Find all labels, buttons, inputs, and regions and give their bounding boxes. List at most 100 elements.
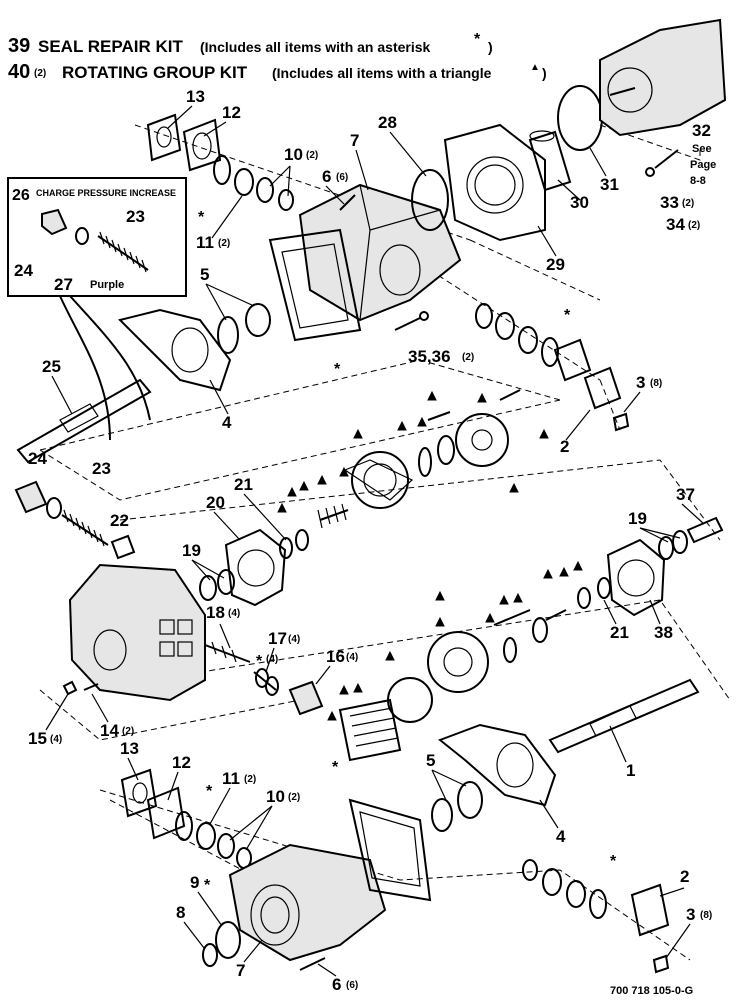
svg-text:*: * <box>204 877 211 894</box>
spring-17 <box>253 671 277 691</box>
leader-curve-a <box>59 295 111 441</box>
callout-12b: 12 <box>172 753 191 772</box>
race-5b <box>431 798 453 832</box>
svg-text:*: * <box>206 783 213 800</box>
callout-29: 29 <box>546 255 565 274</box>
svg-text:(8): (8) <box>650 378 662 389</box>
inset-title: CHARGE PRESSURE INCREASE <box>36 188 176 198</box>
oring-27-inset <box>75 227 89 245</box>
callout-4a: 4 <box>222 413 232 432</box>
swashplate-4b <box>438 723 557 807</box>
race-a <box>256 177 274 203</box>
oring-c <box>175 811 193 841</box>
inset-purple-label: Purple <box>90 279 124 291</box>
callout-38: 38 <box>654 623 673 642</box>
callout-32: 32 <box>692 121 711 140</box>
callout-21a: 21 <box>234 475 253 494</box>
callout-18: 18 <box>206 603 225 622</box>
drawing-number: 700 718 105-0-G <box>610 985 693 997</box>
svg-text:(2): (2) <box>462 352 474 363</box>
oring-b <box>541 337 559 367</box>
seal-kit-number: 39 <box>8 35 30 57</box>
svg-text:(2): (2) <box>122 726 134 737</box>
callout-8: 8 <box>176 903 185 922</box>
seal-kit-close: ) <box>488 39 493 55</box>
bearing-cup-a <box>234 168 254 196</box>
seal-9 <box>215 921 241 959</box>
inset-frame <box>7 177 187 297</box>
svg-text:Page: Page <box>690 159 716 171</box>
callout-labels: 13 12 10 (2) 11 (2) 6 (6) 7 28 32 See Pa… <box>28 87 716 994</box>
svg-text:(2): (2) <box>688 220 700 231</box>
callout-3a: 3 <box>636 373 645 392</box>
spring-23-inset <box>97 235 149 271</box>
asterisk-symbol: * <box>474 31 481 48</box>
top-housing-group <box>268 18 727 342</box>
poppet-22 <box>110 534 136 560</box>
bearing-5b <box>457 781 483 819</box>
callout-14: 14 <box>100 721 119 740</box>
callout-13b: 13 <box>120 739 139 758</box>
callout-24b: 24 <box>28 449 47 468</box>
asterisk-markers: * * * * * * * * <box>198 209 617 894</box>
callout-15: 15 <box>28 729 47 748</box>
pin-a <box>499 389 521 401</box>
rot-kit-note: (Includes all items with a triangle <box>272 65 492 81</box>
plug-24b <box>14 480 48 514</box>
svg-text:8-8: 8-8 <box>690 175 706 187</box>
callout-10a: 10 <box>284 145 303 164</box>
valve-plate-20 <box>224 528 287 607</box>
callout-3b: 3 <box>686 905 695 924</box>
svg-text:(4): (4) <box>346 652 358 663</box>
svg-text:See: See <box>692 143 712 155</box>
cylinder-block-a <box>351 451 409 509</box>
callout-37: 37 <box>676 485 695 504</box>
callout-35-36: 35,36 <box>408 347 451 366</box>
rotating-group-b <box>338 516 724 762</box>
inset-label-27: 27 <box>54 275 73 294</box>
svg-text:*: * <box>610 853 617 870</box>
inset-label-24: 24 <box>14 261 33 280</box>
washer-34 <box>645 167 655 177</box>
sleeve-30 <box>528 130 572 192</box>
swashplate-4a <box>118 308 232 392</box>
cover-plate-2b <box>630 883 670 937</box>
triangle-markers-b <box>327 560 583 721</box>
pin-37 <box>686 516 724 544</box>
rot-kit-number: 40 <box>8 61 30 83</box>
plug-16 <box>288 680 324 716</box>
gasket-frame-b <box>348 798 432 902</box>
plug-24-inset <box>41 208 68 236</box>
callout-25: 25 <box>42 357 61 376</box>
charge-pressure-inset: 26 CHARGE PRESSURE INCREASE 23 24 27 Pur… <box>7 177 187 297</box>
callout-9: 9 <box>190 873 199 892</box>
gasket-12b <box>146 786 186 840</box>
ring-21a <box>279 537 293 559</box>
race-5a <box>245 303 271 337</box>
callout-12a: 12 <box>222 103 241 122</box>
svg-text:*: * <box>332 759 339 776</box>
plug-15 <box>62 680 78 696</box>
callout-31: 31 <box>600 175 619 194</box>
seal-ring-28 <box>411 169 449 231</box>
center-section <box>62 563 324 716</box>
callout-16: 16 <box>326 647 345 666</box>
svg-text:(2): (2) <box>682 198 694 209</box>
callout-6b: 6 <box>332 975 341 994</box>
housing-7a <box>298 183 462 322</box>
svg-text:*: * <box>256 653 263 670</box>
ring-21b <box>597 577 611 599</box>
top-end-cover-group <box>146 113 294 211</box>
gasket-frame-a <box>268 228 362 342</box>
shaft-25 <box>16 378 152 464</box>
callout-2a: 2 <box>560 437 569 456</box>
kit-header: 39 SEAL REPAIR KIT (Includes all items w… <box>8 31 547 83</box>
callout-5a: 5 <box>200 265 209 284</box>
callout-4b: 4 <box>556 827 566 846</box>
callout-13a: 13 <box>186 87 205 106</box>
check-valve-18 <box>204 644 251 663</box>
port-plate-a <box>455 413 509 467</box>
bottom-end-cover-group <box>120 768 252 869</box>
ring-a <box>418 447 432 477</box>
